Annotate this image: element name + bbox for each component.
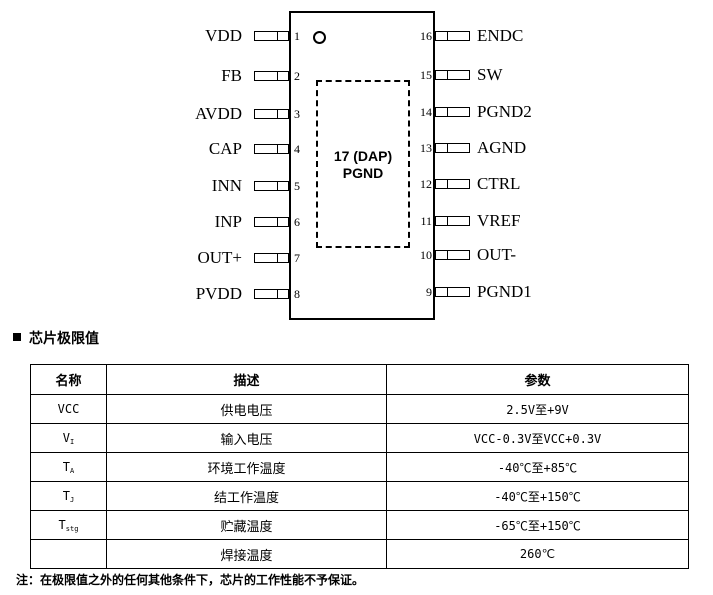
pin-name: AGND xyxy=(477,138,527,157)
bullet-square-icon xyxy=(13,333,21,341)
pin-lead xyxy=(435,143,470,153)
description-cell: 供电电压 xyxy=(106,394,387,424)
table-row: VCC 供电电压 2.5V至+9V xyxy=(30,394,689,424)
symbol-cell: Tstg xyxy=(30,510,107,540)
pin-name: OUT- xyxy=(477,245,517,264)
dap-label-line1: 17 (DAP) xyxy=(333,148,393,164)
pin-number: 13 xyxy=(420,141,432,155)
table-header-row: 名称 描述 参数 xyxy=(30,364,689,395)
parameter-cell: 2.5V至+9V xyxy=(386,394,689,424)
pin-number: 9 xyxy=(426,285,432,299)
pin-lead xyxy=(254,217,289,227)
symbol-cell: TA xyxy=(30,452,107,482)
pin-lead xyxy=(435,107,470,117)
description-cell: 环境工作温度 xyxy=(106,452,387,482)
pin-lead xyxy=(435,287,470,297)
pin-number: 3 xyxy=(294,107,300,121)
section-heading: 芯片极限值 xyxy=(13,329,99,347)
pin-number: 1 xyxy=(294,29,300,43)
pin-lead xyxy=(435,179,470,189)
pin-lead xyxy=(254,31,289,41)
pin-name: CAP xyxy=(208,139,242,158)
pin-number: 5 xyxy=(294,179,300,193)
column-header-parameter: 参数 xyxy=(386,364,689,395)
pin-number: 8 xyxy=(294,287,300,301)
table-row: TA 环境工作温度 -40℃至+85℃ xyxy=(30,452,689,482)
pin-name: PGND1 xyxy=(477,282,532,301)
parameter-cell: -65℃至+150℃ xyxy=(386,510,689,540)
symbol-cell: VCC xyxy=(30,394,107,424)
pin-name: PGND2 xyxy=(477,102,532,121)
description-cell: 焊接温度 xyxy=(106,539,387,569)
chip-package-body: 17 (DAP) PGND xyxy=(289,11,435,320)
pin-name: CTRL xyxy=(477,174,521,193)
symbol-cell xyxy=(30,539,107,569)
pin-number: 4 xyxy=(294,142,300,156)
pin-name: SW xyxy=(477,65,503,84)
column-header-name: 名称 xyxy=(30,364,107,395)
pin-lead xyxy=(254,144,289,154)
pin-lead xyxy=(254,109,289,119)
pin-number: 15 xyxy=(420,68,432,82)
pin-lead xyxy=(254,181,289,191)
pin-name: AVDD xyxy=(195,104,242,123)
pin-name: PVDD xyxy=(195,284,242,303)
description-cell: 结工作温度 xyxy=(106,481,387,511)
dap-label-line2: PGND xyxy=(342,165,384,181)
table-row: VI 输入电压 VCC-0.3V至VCC+0.3V xyxy=(30,423,689,453)
parameter-cell: -40℃至+85℃ xyxy=(386,452,689,482)
pin-name: VDD xyxy=(205,26,242,45)
pin-number: 14 xyxy=(420,105,432,119)
pin-lead xyxy=(254,289,289,299)
pin-lead xyxy=(435,250,470,260)
parameter-cell: -40℃至+150℃ xyxy=(386,481,689,511)
pin-name: FB xyxy=(221,66,242,85)
description-cell: 输入电压 xyxy=(106,423,387,453)
exposed-pad: 17 (DAP) PGND xyxy=(316,80,410,248)
table-row: Tstg 贮藏温度 -65℃至+150℃ xyxy=(30,510,689,540)
section-title: 芯片极限值 xyxy=(29,330,99,346)
pin-number: 10 xyxy=(420,248,432,262)
pin-number: 16 xyxy=(420,29,432,43)
pin-lead xyxy=(254,71,289,81)
footnote: 注：在极限值之外的任何其他条件下，芯片的工作性能不予保证。 xyxy=(16,573,365,587)
pin-name: ENDC xyxy=(477,26,524,45)
pin-lead xyxy=(435,70,470,80)
pin-number: 7 xyxy=(294,251,300,265)
pin1-marker xyxy=(313,31,326,44)
pin-name: VREF xyxy=(477,211,521,230)
pin-number: 11 xyxy=(420,214,432,228)
parameter-cell: VCC-0.3V至VCC+0.3V xyxy=(386,423,689,453)
pin-number: 12 xyxy=(420,177,432,191)
table-row: 焊接温度 260℃ xyxy=(30,539,689,569)
pin-lead xyxy=(435,31,470,41)
pin-number: 2 xyxy=(294,69,300,83)
symbol-cell: TJ xyxy=(30,481,107,511)
pin-name: INN xyxy=(211,176,242,195)
pin-name: OUT+ xyxy=(197,248,242,267)
description-cell: 贮藏温度 xyxy=(106,510,387,540)
column-header-description: 描述 xyxy=(106,364,387,395)
pin-lead xyxy=(254,253,289,263)
pin-lead xyxy=(435,216,470,226)
parameter-cell: 260℃ xyxy=(386,539,689,569)
symbol-cell: VI xyxy=(30,423,107,453)
absolute-ratings-table: 名称 描述 参数 VCC 供电电压 2.5V至+9V VI 输入电压 VCC-0… xyxy=(30,364,689,569)
pin-number: 6 xyxy=(294,215,300,229)
table-row: TJ 结工作温度 -40℃至+150℃ xyxy=(30,481,689,511)
pin-name: INP xyxy=(214,212,242,231)
